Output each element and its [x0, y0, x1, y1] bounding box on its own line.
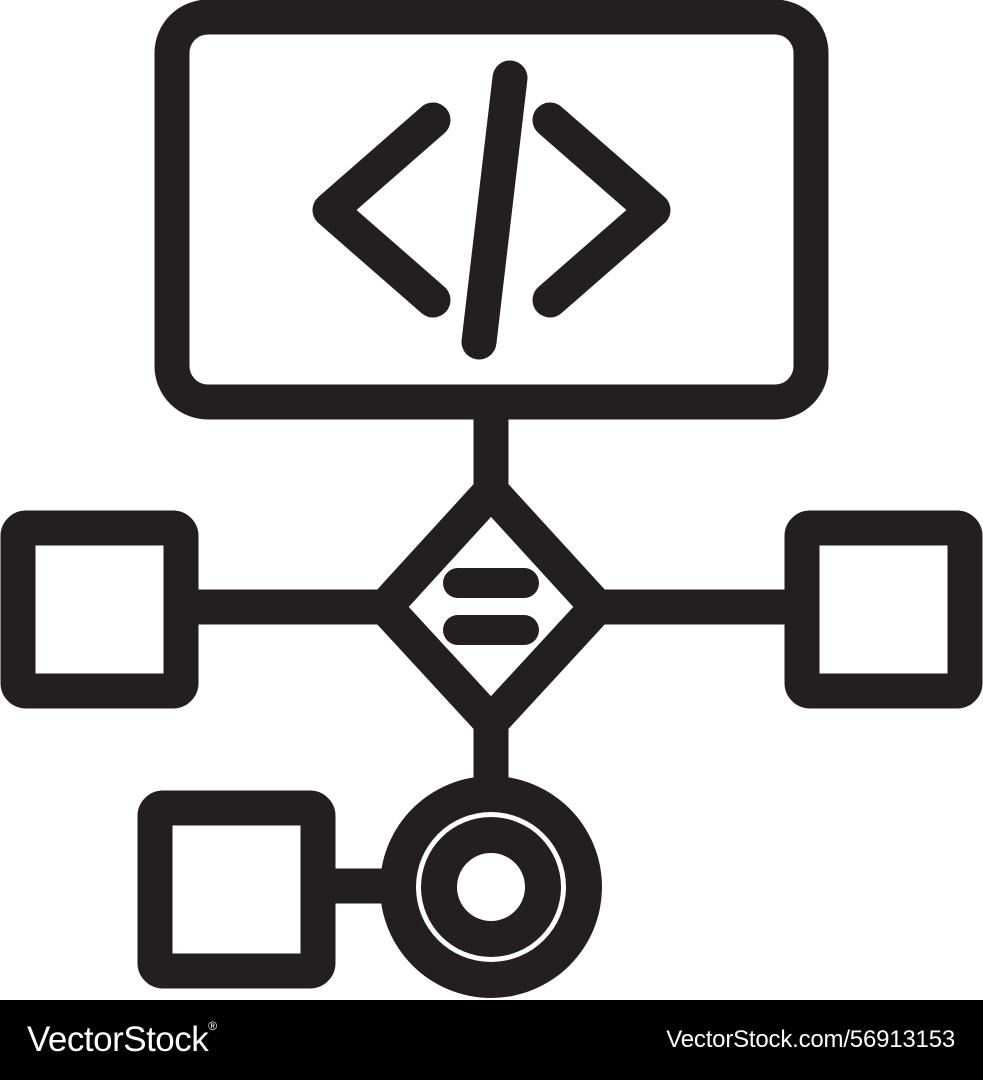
flowchart-illustration — [0, 0, 983, 1000]
code-flowchart-icon — [0, 0, 983, 998]
less-than-icon — [312, 102, 451, 318]
watermark-stock-id: VectorStock.com/56913153 — [666, 1026, 955, 1053]
code-tag-icon — [312, 60, 671, 360]
watermark-bar: VectorStock® VectorStock.com/56913153 — [0, 1000, 983, 1080]
process-box-left-icon — [0, 510, 199, 709]
equals-icon — [443, 568, 539, 645]
process-box-right-icon — [784, 510, 983, 709]
watermark-brand: VectorStock® — [27, 1019, 217, 1059]
slash-icon — [461, 60, 528, 360]
registered-mark: ® — [208, 1019, 217, 1034]
decision-diamond-icon — [361, 465, 621, 748]
greater-than-icon — [532, 102, 671, 318]
terminator-circle-icon — [380, 776, 602, 998]
process-box-bottom-icon — [137, 790, 336, 989]
